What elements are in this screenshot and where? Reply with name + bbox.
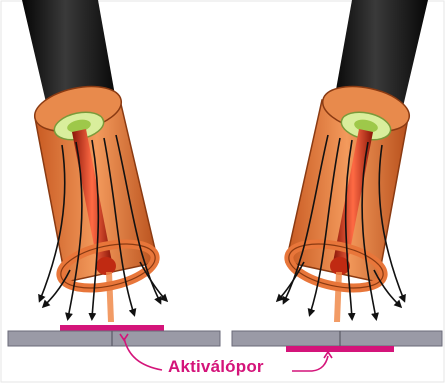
activating-powder-layer xyxy=(286,346,394,352)
electrode-tip xyxy=(96,257,116,275)
torch-left xyxy=(22,0,166,322)
activating-powder-layer xyxy=(60,325,164,331)
torch-right xyxy=(278,0,428,322)
workpiece-plate xyxy=(232,331,442,346)
workpiece-plate xyxy=(8,331,220,346)
callout-leader-right xyxy=(292,356,328,371)
workpiece-left xyxy=(8,325,220,346)
activating-powder-label: Aktiválópor xyxy=(168,357,264,377)
welding-arc xyxy=(106,272,114,322)
welding-arc xyxy=(334,272,342,322)
workpiece-right xyxy=(232,331,442,352)
